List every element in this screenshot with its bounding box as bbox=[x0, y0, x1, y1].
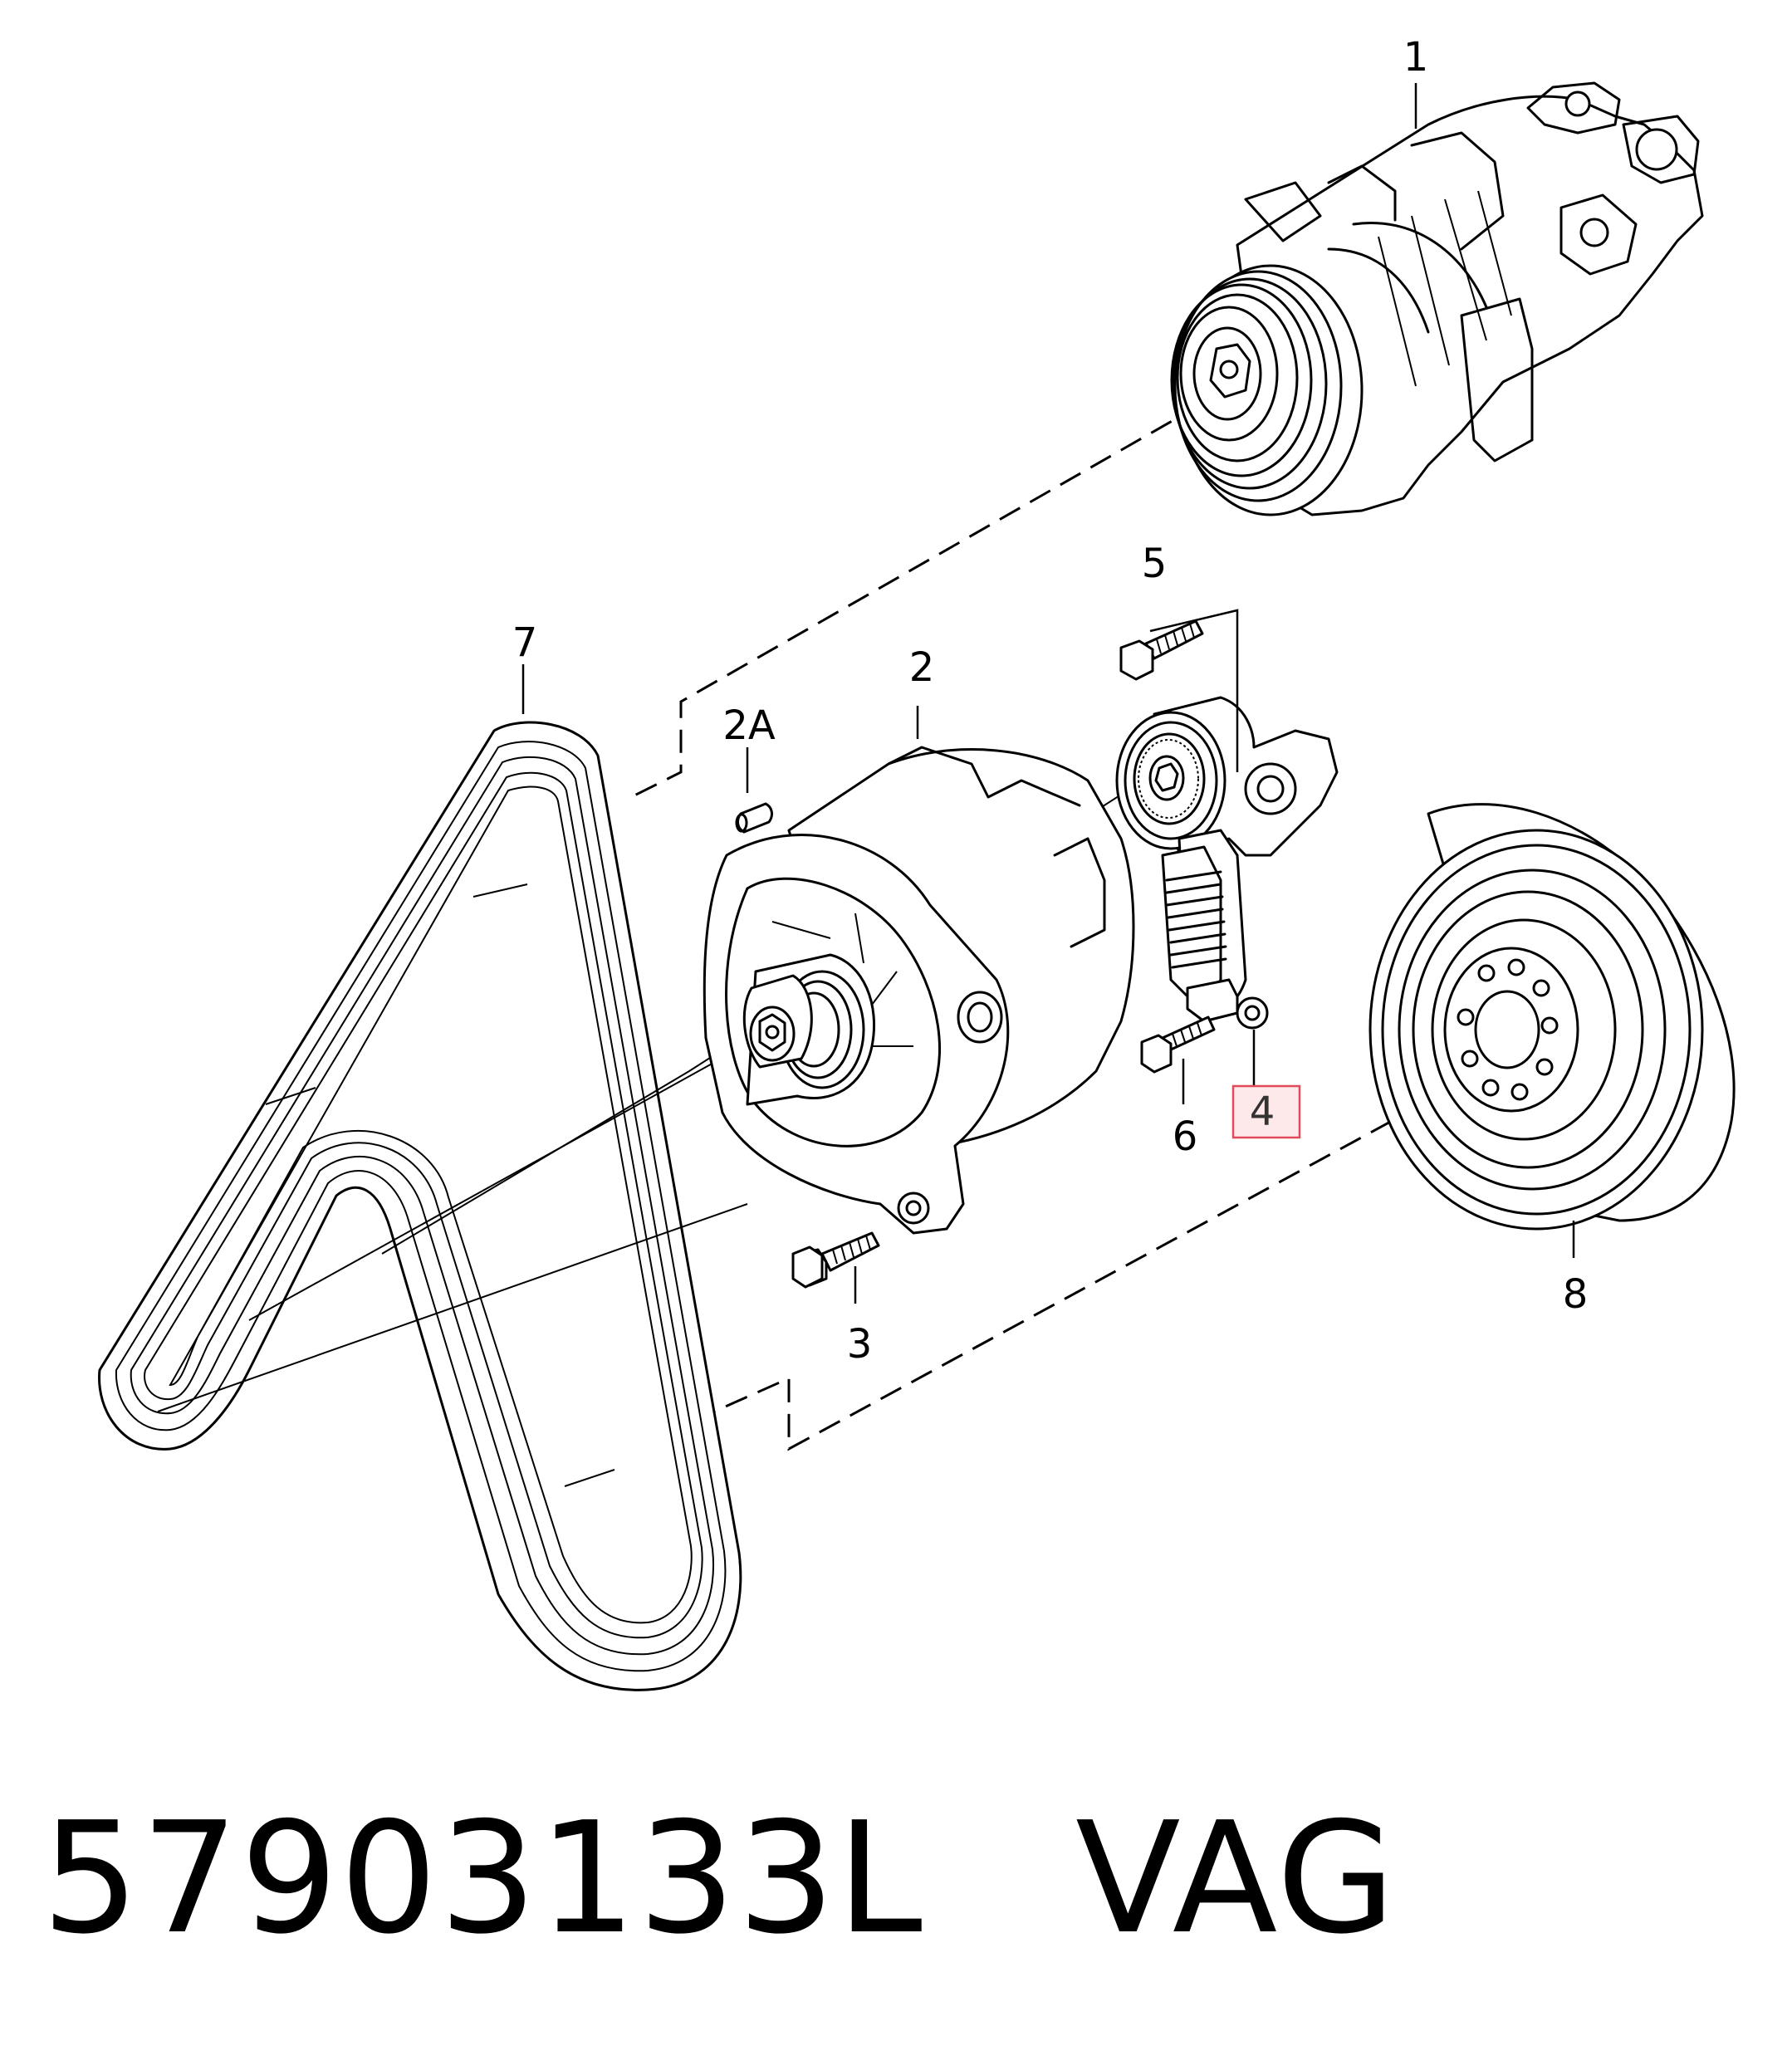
callout-8[interactable]: 8 bbox=[1563, 1271, 1589, 1318]
bolt-3[interactable] bbox=[791, 1231, 880, 1289]
callout-leader-lines bbox=[521, 83, 1575, 1304]
callout-3[interactable]: 3 bbox=[847, 1321, 873, 1368]
callout-2a[interactable]: 2A bbox=[722, 702, 776, 749]
part-number-caption: 57903133L VAG bbox=[42, 1789, 1398, 1968]
callout-6[interactable]: 6 bbox=[1173, 1113, 1198, 1160]
callout-2[interactable]: 2 bbox=[909, 644, 935, 691]
pulley-bolt-holes bbox=[1457, 958, 1559, 1101]
callout-4-highlight bbox=[1231, 1084, 1301, 1139]
bolt-5[interactable] bbox=[1119, 619, 1204, 681]
bolt-6[interactable] bbox=[1140, 1015, 1216, 1074]
alternator[interactable] bbox=[703, 746, 1135, 1235]
callout-7[interactable]: 7 bbox=[512, 619, 538, 666]
callout-5[interactable]: 5 bbox=[1142, 541, 1168, 587]
poly-v-belt[interactable] bbox=[98, 721, 742, 1691]
crankshaft-pulley[interactable] bbox=[1368, 803, 1736, 1231]
callout-1[interactable]: 1 bbox=[1403, 34, 1429, 81]
dowel-pin[interactable] bbox=[735, 802, 773, 834]
callout-labels: 1 2 2A 3 4 5 6 7 8 bbox=[512, 34, 1589, 1368]
callout-4[interactable]: 4 bbox=[1250, 1089, 1275, 1135]
belt-tensioner[interactable] bbox=[1115, 696, 1339, 1030]
ac-compressor[interactable] bbox=[1170, 81, 1704, 516]
